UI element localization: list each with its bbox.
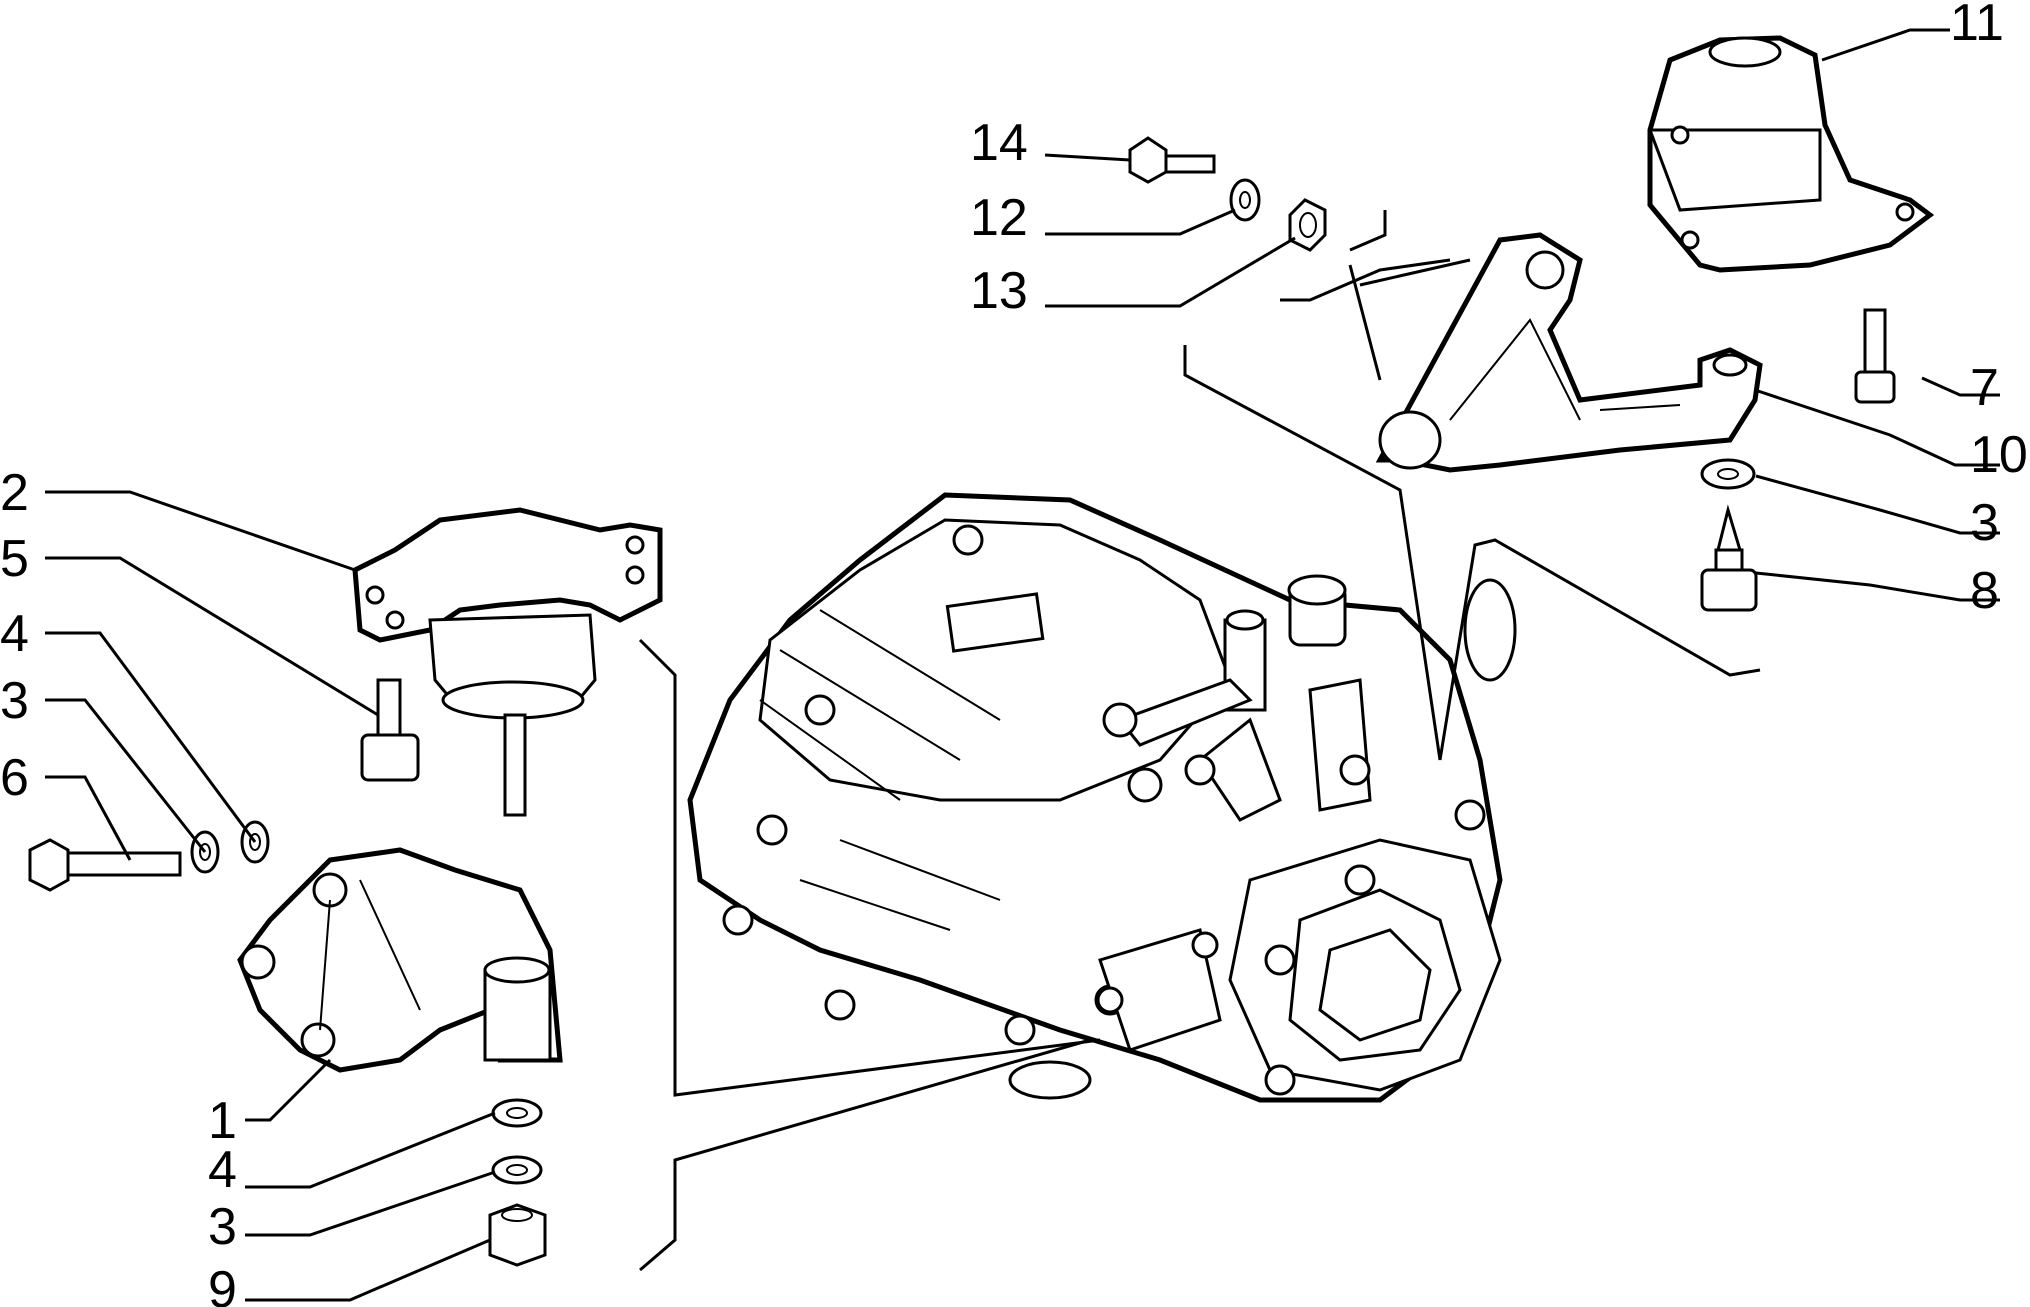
leader-lines xyxy=(45,28,2000,1302)
part-7-bolt xyxy=(1854,308,1896,404)
part-10-torque-arm xyxy=(1375,232,1763,473)
part-14-bolt xyxy=(1128,136,1216,184)
callout-13: 13 xyxy=(970,262,1028,320)
callout-11: 11 xyxy=(1950,0,2004,52)
callout-4a: 4 xyxy=(0,605,29,663)
callout-5: 5 xyxy=(0,530,29,588)
right-washer-3 xyxy=(1700,458,1756,490)
callout-3b: 3 xyxy=(208,1198,237,1256)
callout-3c: 3 xyxy=(1970,494,1999,552)
callout-1: 1 xyxy=(208,1092,237,1150)
callout-7: 7 xyxy=(1970,359,1999,417)
gearbox-housing xyxy=(687,492,1517,1103)
callout-12: 12 xyxy=(970,189,1028,247)
callout-9: 9 xyxy=(208,1261,237,1307)
part-6-long-bolt xyxy=(28,838,182,892)
part-11-rubber-mount xyxy=(1647,35,1935,273)
part-2-engine-mount xyxy=(352,507,663,817)
callout-6: 6 xyxy=(0,749,29,807)
callout-4b: 4 xyxy=(208,1141,237,1199)
callout-3a: 3 xyxy=(0,672,29,730)
part-8-bolt xyxy=(1700,504,1758,612)
callout-10: 10 xyxy=(1970,426,2028,484)
part-12-washer xyxy=(1229,178,1261,222)
callout-8: 8 xyxy=(1970,562,1999,620)
left-washers xyxy=(190,820,270,874)
lower-left-fasteners xyxy=(488,1098,547,1267)
part-1-bracket xyxy=(237,847,563,1073)
part-13-nut xyxy=(1288,198,1327,252)
callout-2: 2 xyxy=(0,464,29,522)
part-5-bolt xyxy=(360,678,420,782)
callout-14: 14 xyxy=(970,114,1028,172)
